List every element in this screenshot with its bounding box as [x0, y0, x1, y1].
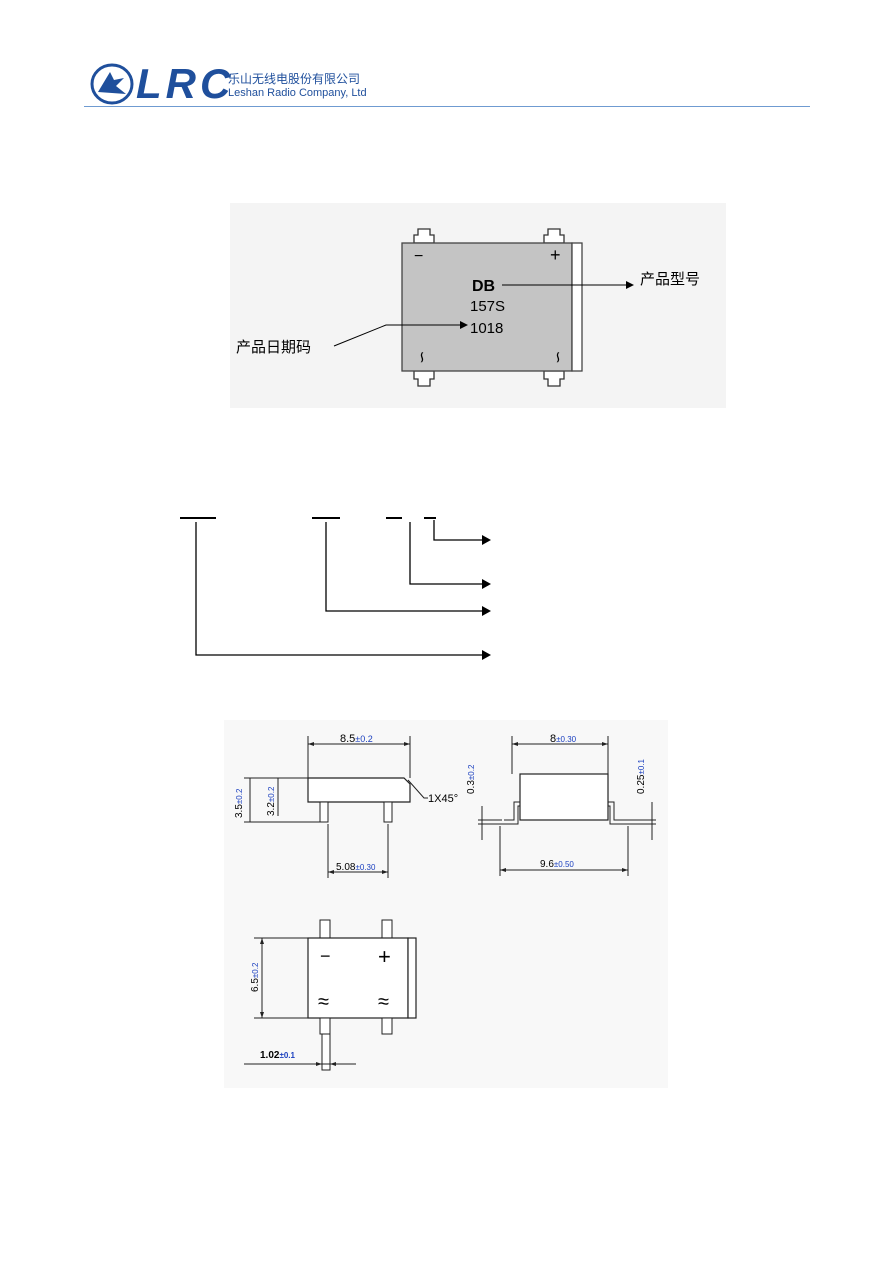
- dim-total-height-tol: ±0.2: [235, 788, 244, 804]
- lrc-logo-icon: [90, 63, 134, 105]
- dim-body-width-tol: ±0.2: [251, 962, 260, 978]
- pin-plus-label: +: [550, 245, 561, 265]
- svg-text:0.3±0.2: 0.3±0.2: [466, 764, 477, 794]
- top-ac-right-label: ≈: [378, 991, 389, 1013]
- model-marking: DB: [472, 278, 495, 295]
- package-dimensions-drawing: 8.5±0.2 1X45° 3.5±0.2 3.2±0.2 5.08±0.30 …: [224, 720, 668, 1088]
- ordering-code-diagram: [180, 517, 491, 660]
- dim-lead-width: 1.02: [260, 1050, 280, 1061]
- svg-text:8.5±0.2: 8.5±0.2: [340, 733, 373, 745]
- dim-total-height: 3.5: [234, 804, 245, 818]
- dim-body-length-tol: ±0.2: [355, 734, 372, 744]
- top-plus-label: +: [378, 944, 391, 969]
- dim-pin-pitch: 5.08: [336, 862, 356, 873]
- top-minus-label: −: [320, 946, 331, 966]
- dim-span: 9.6: [540, 859, 554, 870]
- ordering-arrow-4: [482, 650, 491, 660]
- brand-name: LRC: [136, 60, 235, 107]
- ordering-arrow-1: [482, 535, 491, 545]
- dim-lead-thickness-tol: ±0.2: [467, 764, 476, 780]
- dim-body-length: 8.5: [340, 733, 355, 745]
- dim-span-tol: ±0.50: [554, 860, 575, 869]
- pin-ac-right-label: ∽: [550, 351, 567, 364]
- svg-text:8±0.30: 8±0.30: [550, 733, 577, 745]
- dim-pin-pitch-tol: ±0.30: [355, 863, 376, 872]
- svg-text:9.6±0.50: 9.6±0.50: [540, 859, 574, 870]
- callout-model: 产品型号: [640, 271, 700, 288]
- dim-body-height: 3.2: [266, 802, 277, 816]
- company-name-en: Leshan Radio Company, Ltd: [228, 87, 367, 99]
- model-line2: 157S: [470, 298, 505, 315]
- callout-date: 产品日期码: [236, 339, 311, 356]
- marking-diagram: − + ∽ ∽ DB 157S 1018 产品型号 产品日期码: [230, 203, 726, 408]
- top-ac-left-label: ≈: [318, 991, 329, 1013]
- company-name-cn: 乐山无线电股份有限公司: [228, 72, 361, 86]
- dim-chamfer: 1X45°: [428, 793, 458, 805]
- dim-standoff-tol: ±0.1: [637, 758, 646, 774]
- svg-text:0.25±0.1: 0.25±0.1: [636, 758, 647, 794]
- dim-side-length: 8: [550, 733, 556, 745]
- svg-text:6.5±0.2: 6.5±0.2: [250, 962, 261, 992]
- svg-text:1.02±0.1: 1.02±0.1: [260, 1050, 296, 1061]
- header-divider: [84, 106, 810, 107]
- svg-text:3.2±0.2: 3.2±0.2: [266, 786, 277, 816]
- ordering-arrow-3: [482, 606, 491, 616]
- ordering-arrow-2: [482, 579, 491, 589]
- dim-side-length-tol: ±0.30: [556, 735, 577, 744]
- dim-body-height-tol: ±0.2: [267, 786, 276, 802]
- pin-minus-label: −: [414, 248, 423, 265]
- dim-lead-width-tol: ±0.1: [279, 1051, 295, 1060]
- date-code: 1018: [470, 320, 503, 337]
- pin-ac-left-label: ∽: [414, 351, 431, 364]
- svg-text:3.5±0.2: 3.5±0.2: [234, 788, 245, 818]
- dim-standoff: 0.25: [636, 774, 647, 794]
- svg-text:5.08±0.30: 5.08±0.30: [336, 862, 376, 873]
- dim-lead-thickness: 0.3: [466, 780, 477, 794]
- dim-body-width: 6.5: [250, 978, 261, 992]
